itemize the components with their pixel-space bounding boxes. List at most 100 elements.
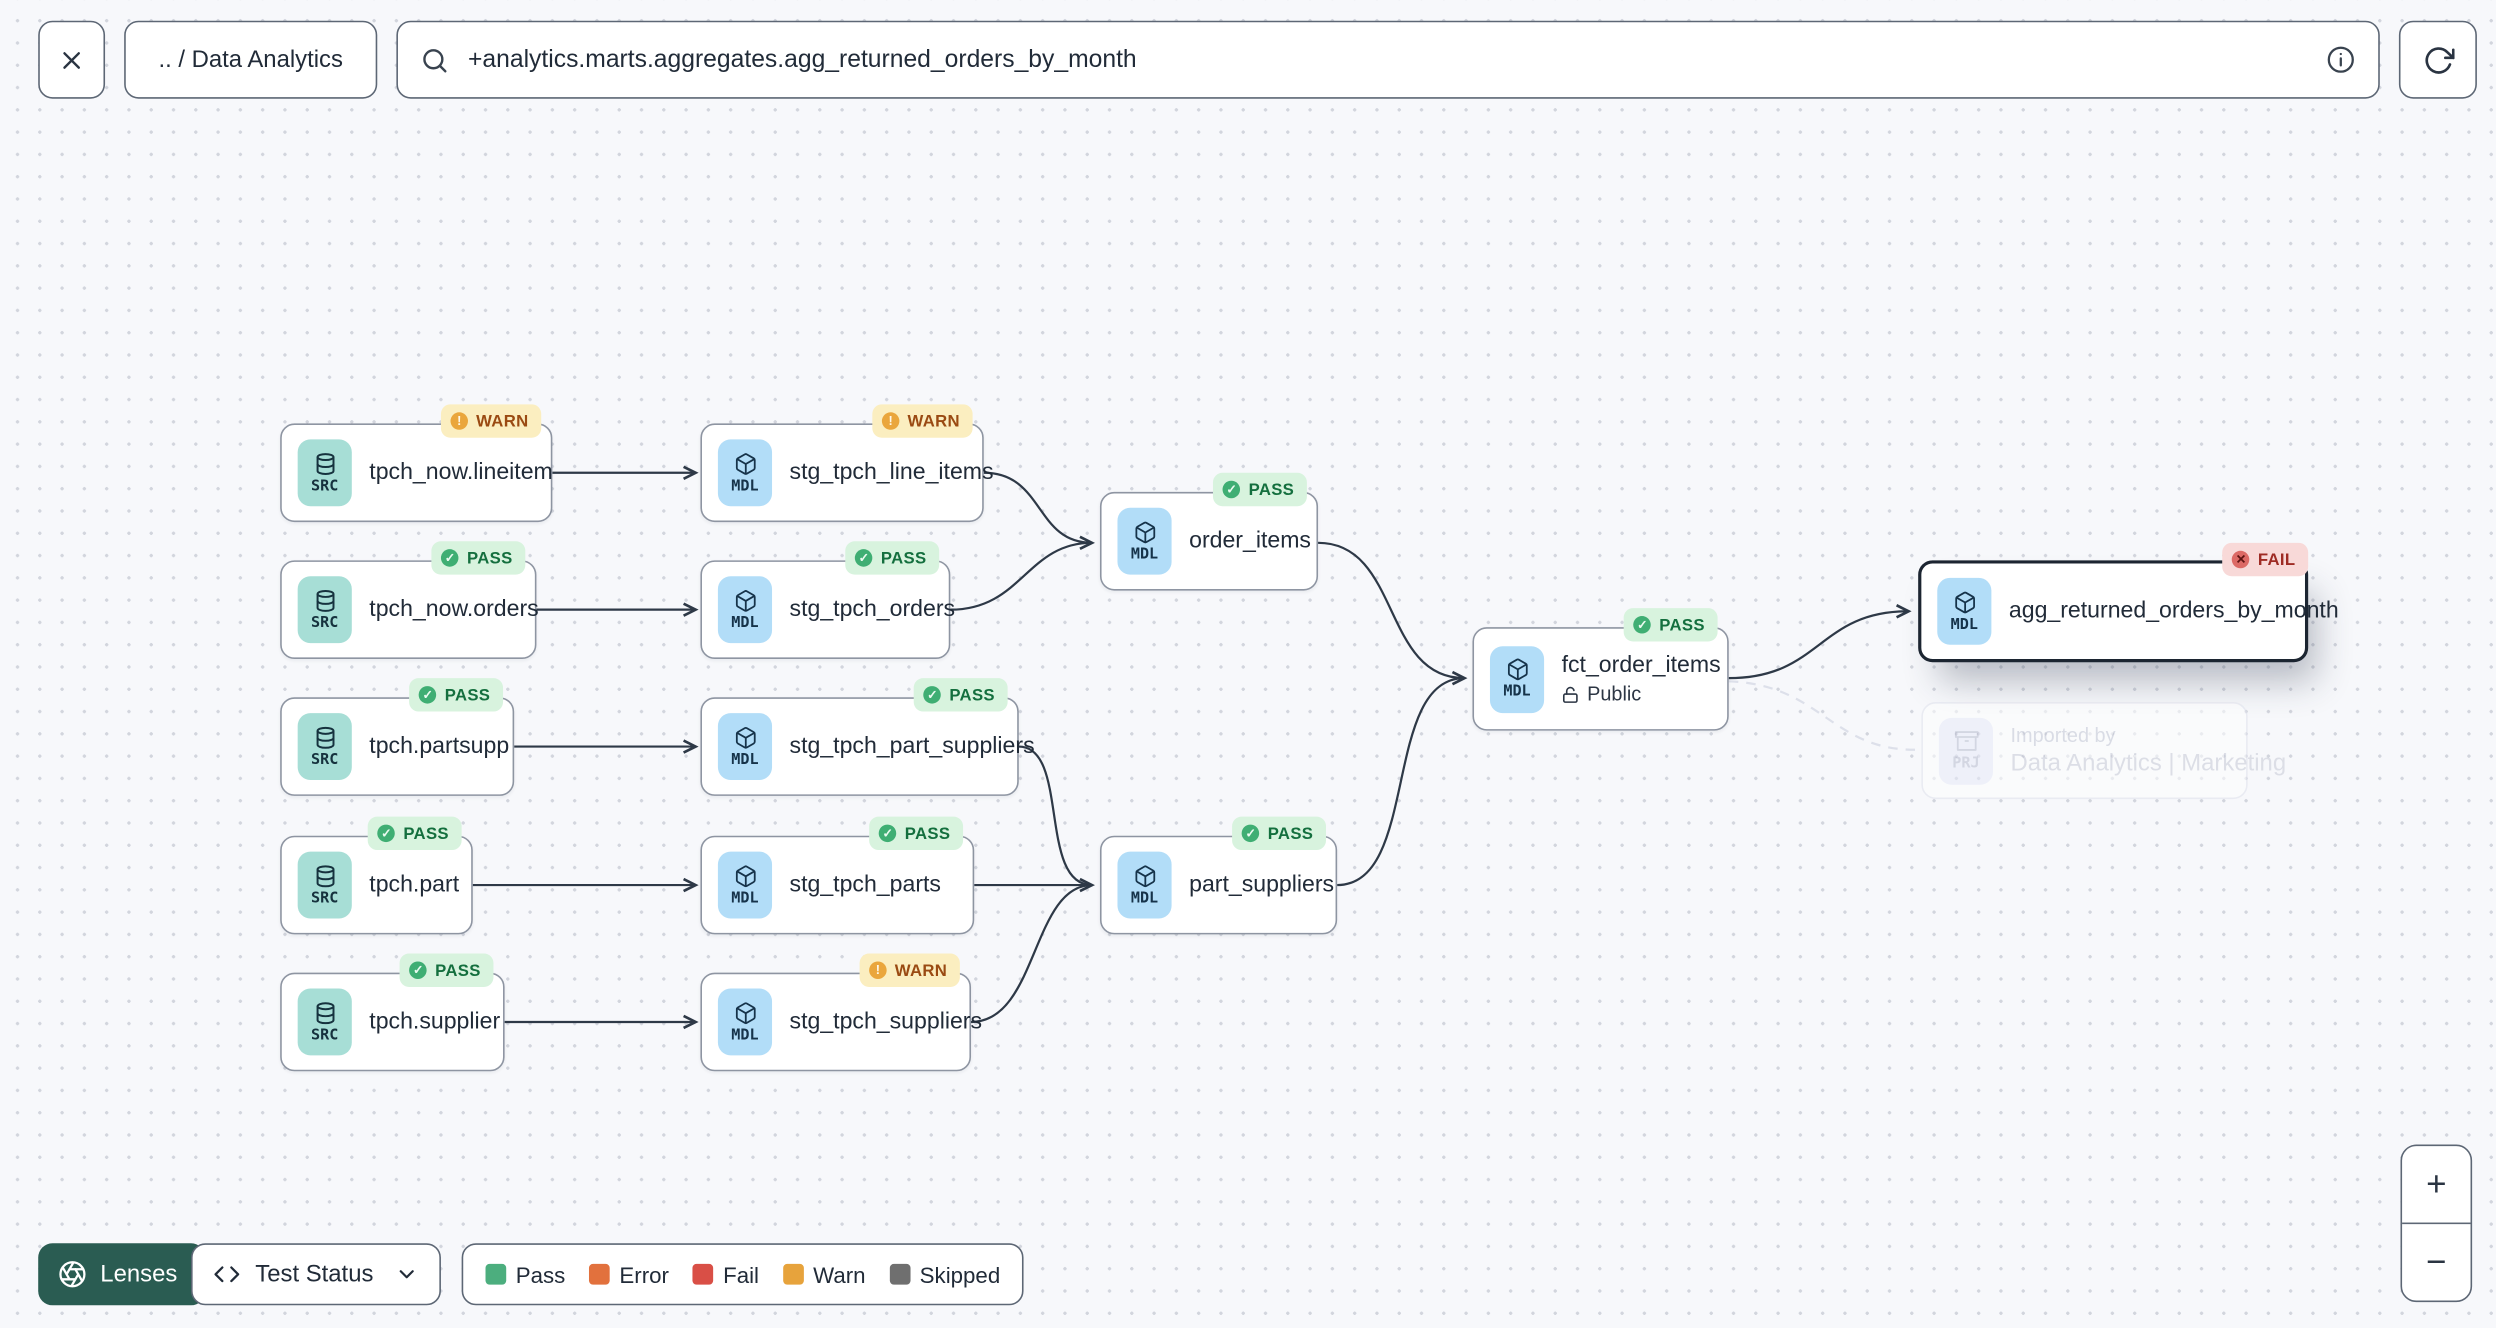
cube-icon [1954,590,1975,613]
fail-icon: ✕ [2232,550,2250,569]
check-icon: ✓ [1633,616,1652,634]
node-tpch-part[interactable]: ✓PASS SRC tpch.part [280,816,473,935]
node-stg-tpch-parts[interactable]: ✓PASS MDL stg_tpch_parts [700,816,975,935]
lenses-toolbar: Lenses Test Status [38,1243,441,1306]
node-stg-tpch-suppliers[interactable]: !WARN MDL stg_tpch_suppliers [700,953,982,1072]
breadcrumb-label: .. / Data Analytics [158,46,343,74]
check-icon: ✓ [419,686,437,704]
status-badge: ✓PASS [914,678,1008,712]
node-label: stg_tpch_parts [789,872,941,898]
node-label: stg_tpch_suppliers [789,1009,983,1035]
model-chip: MDL [1117,507,1172,575]
breadcrumb[interactable]: .. / Data Analytics [124,20,378,99]
status-badge: !WARN [859,953,960,987]
status-badge: ✓PASS [409,678,504,712]
cube-icon [735,1001,755,1024]
database-icon [315,726,334,748]
node-label: tpch.partsupp [369,733,510,760]
node-agg-returned-orders-by-month-selected[interactable]: ✕FAIL MDL agg_returned_orders_by_month [1918,542,2339,663]
status-badge: !WARN [441,404,542,438]
node-tpch-now-lineitem[interactable]: !WARN SRC tpch_now.lineitem [280,404,553,523]
check-icon: ✓ [441,549,460,567]
status-badge: ✓PASS [1232,816,1327,851]
cube-icon [1507,658,1527,681]
node-stg-tpch-part-suppliers[interactable]: ✓PASS MDL stg_tpch_part_suppliers [700,678,1035,796]
legend-item-pass: Pass [485,1262,565,1287]
model-chip: MDL [717,713,773,781]
status-badge: ✓PASS [368,816,462,851]
close-button[interactable] [38,20,106,99]
model-chip: MDL [1489,645,1545,713]
node-label: tpch_now.orders [369,596,539,623]
search-icon [423,48,447,72]
cube-icon [735,452,755,475]
cube-icon [1134,864,1155,887]
search-bar [396,20,2380,99]
warn-icon: ! [869,961,887,979]
node-label: tpch_now.lineitem [369,460,553,486]
warn-icon: ! [450,412,469,430]
status-badge: ✓PASS [845,541,940,575]
refresh-icon [2424,46,2454,73]
node-part-suppliers[interactable]: ✓PASS MDL part_suppliers [1099,816,1338,935]
cube-icon [735,864,755,887]
zoom-in-button[interactable]: + [2426,1163,2447,1204]
zoom-out-button[interactable]: − [2426,1241,2447,1282]
cube-icon [735,726,755,748]
legend-item-fail: Fail [692,1262,759,1287]
status-badge: ✓PASS [869,816,964,851]
model-chip: MDL [717,988,773,1056]
check-icon: ✓ [855,549,873,567]
project-chip: PRJ [1938,717,1993,784]
legend-item-skipped: Skipped [889,1262,1000,1287]
node-stg-tpch-line-items[interactable]: !WARN MDL stg_tpch_line_items [700,404,994,523]
source-chip: SRC [297,713,352,781]
database-icon [315,452,334,475]
node-tpch-supplier[interactable]: ✓PASS SRC tpch.supplier [280,953,505,1072]
model-chip: MDL [717,576,773,644]
node-imported-by-project[interactable]: PRJ Imported by Data Analytics | Marketi… [1921,702,2286,800]
node-label: tpch.supplier [369,1009,501,1035]
test-status-legend: Pass Error Fail Warn Skipped [461,1243,1025,1306]
info-icon[interactable] [2326,45,2356,75]
model-chip: MDL [717,439,773,507]
node-label: order_items [1189,528,1311,554]
source-chip: SRC [297,576,352,644]
check-icon: ✓ [923,686,942,704]
database-icon [315,589,334,612]
error-swatch [589,1263,610,1285]
node-tpch-partsupp[interactable]: ✓PASS SRC tpch.partsupp [280,678,515,796]
lenses-button[interactable]: Lenses [38,1243,206,1306]
node-tpch-now-orders[interactable]: ✓PASS SRC tpch_now.orders [280,541,539,660]
cube-icon [1134,520,1155,543]
top-bar: .. / Data Analytics [0,0,2496,121]
status-badge: ✓PASS [1624,608,1718,642]
node-stg-tpch-orders[interactable]: ✓PASS MDL stg_tpch_orders [700,541,955,660]
imported-by-project-name: Data Analytics | Marketing [2010,749,2287,777]
chevron-down-icon [398,1270,414,1279]
source-chip: SRC [297,988,352,1056]
pass-swatch [485,1263,507,1285]
legend-item-error: Error [589,1262,669,1287]
node-order-items[interactable]: ✓PASS MDL order_items [1099,472,1319,591]
node-fct-order-items[interactable]: ✓PASS MDL fct_order_items Public [1472,608,1729,731]
archive-icon [1954,731,1978,751]
close-icon [63,51,80,69]
node-label: agg_returned_orders_by_month [2008,598,2339,625]
warn-icon: ! [882,412,900,430]
model-chip: MDL [1117,851,1172,919]
lens-selector-dropdown[interactable]: Test Status [191,1243,441,1306]
database-icon [315,864,334,887]
status-badge: !WARN [872,404,973,438]
check-icon: ✓ [1223,480,1241,499]
source-chip: SRC [297,439,352,507]
refresh-button[interactable] [2398,20,2477,99]
legend-item-warn: Warn [782,1262,866,1287]
node-label: stg_tpch_orders [789,596,956,623]
node-label: fct_order_items [1561,652,1721,679]
check-icon: ✓ [409,961,428,979]
search-input[interactable] [464,43,2310,76]
warn-swatch [782,1263,804,1285]
